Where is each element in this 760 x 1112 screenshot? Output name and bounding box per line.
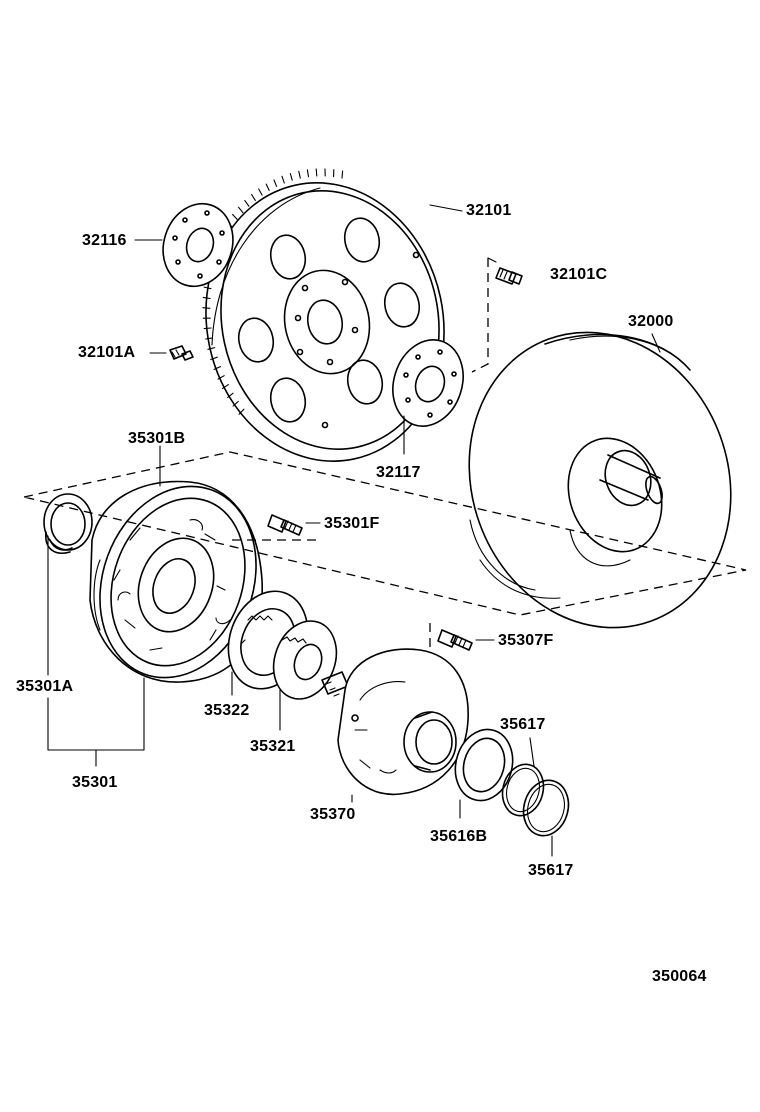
part-label-32116: 32116: [82, 232, 127, 249]
drawing-number: 350064: [652, 968, 707, 985]
gear-tooth: [289, 172, 293, 181]
part-label-35322: 35322: [204, 702, 250, 719]
leader-lines: [47, 204, 661, 857]
gear-tooth: [258, 188, 263, 196]
gear-tooth: [221, 384, 229, 389]
gear-tooth: [203, 286, 212, 290]
gear-tooth: [232, 400, 239, 407]
gear-tooth: [237, 206, 244, 214]
part-label-35321: 35321: [250, 738, 296, 755]
thrust-washer-35616B: [454, 728, 514, 802]
gear-tooth: [341, 170, 344, 179]
gear-tooth: [207, 347, 216, 350]
part-label-35301: 35301: [72, 774, 118, 791]
gear-tooth: [205, 337, 214, 340]
bolt-32101A: [169, 345, 194, 361]
part-label-35301F: 35301F: [324, 515, 380, 532]
part-label-35301B: 35301B: [128, 430, 186, 447]
gear-tooth: [238, 408, 245, 415]
part-label-32101C: 32101C: [550, 266, 608, 283]
part-label-35370: 35370: [310, 806, 356, 823]
gear-tooth: [202, 296, 211, 300]
gear-tooth: [306, 169, 310, 178]
gear-tooth: [213, 366, 222, 370]
bolt-32101C: [495, 267, 523, 285]
part-label-32101: 32101: [466, 202, 512, 219]
gear-tooth: [210, 356, 218, 361]
gear-tooth: [251, 193, 256, 201]
part-label-32000: 32000: [628, 313, 674, 330]
gear-tooth: [273, 179, 278, 187]
part-label-32101A: 32101A: [78, 344, 136, 361]
seal-ring-35617-lower: [522, 779, 570, 837]
gear-tooth: [265, 183, 270, 191]
drive-plate-32101: [205, 182, 445, 462]
drive-gear-35321: [272, 620, 338, 700]
part-label-35617-lower: 35617: [528, 862, 574, 879]
part-label-35301A: 35301A: [16, 678, 74, 695]
gear-tooth: [227, 392, 234, 399]
stator-shaft-35370: [321, 648, 469, 796]
gear-tooth: [244, 200, 250, 207]
part-label-35307F: 35307F: [498, 632, 554, 649]
part-label-32117: 32117: [376, 464, 421, 481]
spacer-32117: [392, 339, 464, 427]
gear-tooth: [315, 168, 318, 177]
bolt-35301F: [267, 514, 303, 536]
torque-converter-32000: [468, 331, 732, 629]
gear-tooth: [217, 375, 225, 380]
part-label-35616B: 35616B: [430, 828, 488, 845]
part-label-35617-upper: 35617: [500, 716, 546, 733]
gear-tooth: [202, 307, 211, 309]
oil-seal-35301A: [43, 493, 93, 554]
gear-tooth: [232, 213, 238, 221]
spacer-32116: [162, 202, 234, 288]
seal-ring-35617-upper: [501, 763, 545, 817]
bolt-35307F: [437, 629, 473, 651]
gear-tooth: [298, 170, 301, 179]
gear-tooth: [203, 327, 212, 330]
gear-tooth: [281, 175, 285, 184]
assembly-outline-dashed: [23, 258, 747, 652]
